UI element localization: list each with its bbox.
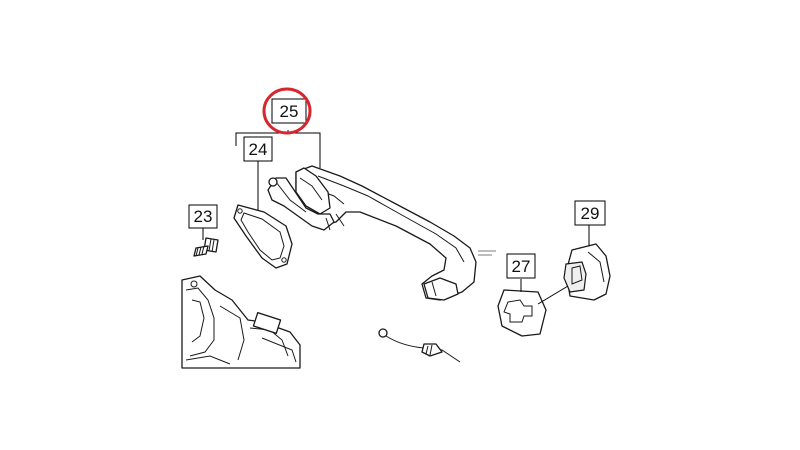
part-24-gasket bbox=[233, 204, 293, 269]
callout-24[interactable]: 24 bbox=[243, 136, 273, 162]
part-23-screw bbox=[193, 237, 219, 257]
callout-24-label: 24 bbox=[249, 140, 268, 159]
highlight-circle bbox=[262, 87, 312, 135]
callout-29[interactable]: 29 bbox=[574, 200, 606, 226]
part-25-door-handle bbox=[267, 165, 477, 301]
callout-27[interactable]: 27 bbox=[506, 253, 536, 279]
callout-23[interactable]: 23 bbox=[188, 204, 218, 229]
part-27-plate bbox=[497, 289, 547, 337]
actuator-cable bbox=[378, 328, 461, 363]
callout-29-label: 29 bbox=[581, 204, 600, 223]
part-29-end-cap bbox=[563, 243, 611, 301]
callout-25[interactable]: 25 bbox=[271, 98, 307, 124]
faint-print bbox=[478, 250, 496, 256]
callout-27-label: 27 bbox=[512, 257, 531, 276]
door-panel-fragment bbox=[181, 275, 301, 369]
callout-25-label: 25 bbox=[280, 102, 299, 121]
callout-23-label: 23 bbox=[194, 207, 213, 226]
